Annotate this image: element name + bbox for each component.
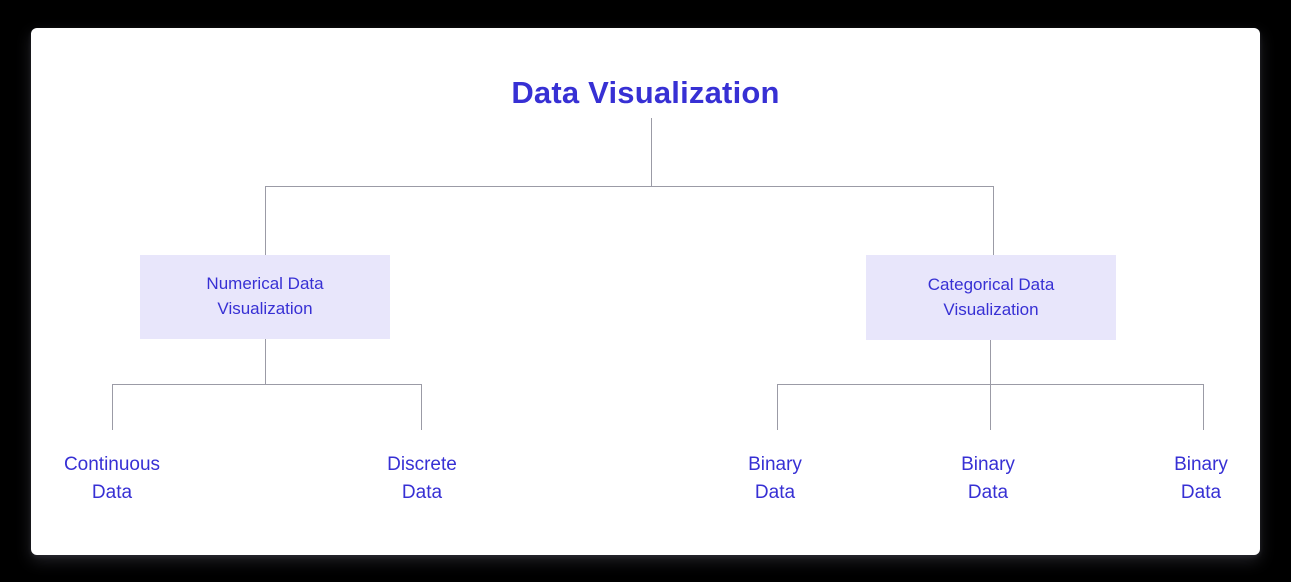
connector-root-bus [265, 186, 994, 187]
leaf-continuous-data[interactable]: Continuous Data [63, 454, 161, 503]
node-numerical-data-visualization[interactable]: Numerical Data Visualization [140, 255, 390, 339]
connector-categorical-to-binary-2 [990, 384, 991, 430]
connector-numerical-stem [265, 339, 266, 384]
connector-categorical-to-binary-3 [1203, 384, 1204, 430]
connector-numerical-bus [112, 384, 421, 385]
leaf-binary-data-3[interactable]: Binary Data [1174, 454, 1228, 503]
node-categorical-data-visualization[interactable]: Categorical Data Visualization [866, 255, 1116, 340]
page-title: Data Visualization [511, 75, 780, 110]
connector-numerical-to-continuous [112, 384, 113, 430]
node-categorical-label: Categorical Data Visualization [927, 274, 1055, 319]
connector-numerical-to-discrete [421, 384, 422, 430]
connector-categorical-stem [990, 340, 991, 384]
diagram-card: Data Visualization Numerical Data Visual… [31, 28, 1260, 555]
leaf-binary-data-1[interactable]: Binary Data [748, 454, 802, 503]
connector-root-stem [651, 118, 652, 186]
connector-root-to-categorical [993, 186, 994, 255]
connector-root-to-numerical [265, 186, 266, 255]
node-numerical-label: Numerical Data Visualization [206, 274, 324, 318]
leaf-discrete-data[interactable]: Discrete Data [387, 454, 457, 503]
leaf-binary-data-2[interactable]: Binary Data [961, 454, 1015, 503]
connector-categorical-to-binary-1 [777, 384, 778, 430]
